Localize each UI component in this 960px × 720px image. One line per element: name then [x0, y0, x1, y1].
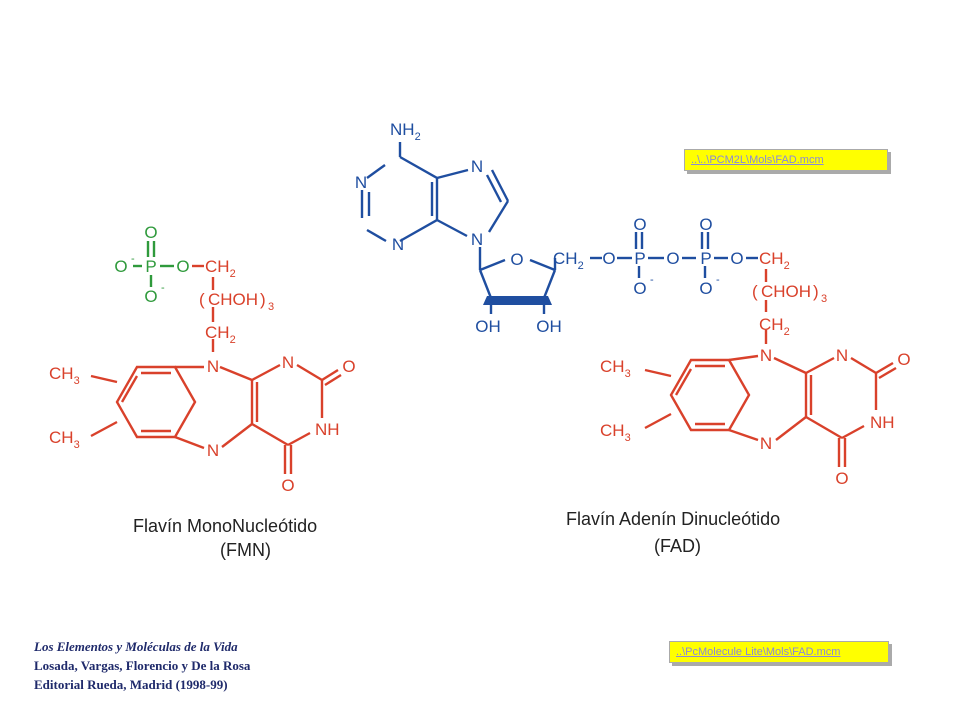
fmn-choh-close: ) — [260, 290, 266, 309]
adenine-n9: N — [471, 230, 483, 249]
fad-model-link-top[interactable]: ..\..\PCM2L\Mols\FAD.mcm — [684, 149, 888, 171]
fmn-choh: CHOH — [208, 290, 258, 309]
fad-p1-charge: - — [650, 274, 654, 286]
fmn-choh-count: 3 — [268, 301, 274, 313]
fad-n5: N — [760, 434, 772, 453]
fmn-ribityl-bonds — [192, 264, 215, 352]
fad-choh: CHOH — [761, 282, 811, 301]
fmn-phosphate-p: P — [145, 257, 156, 276]
fad-n10: N — [760, 346, 772, 365]
fmn-phosphate-o-bridge: O — [176, 257, 189, 276]
fmn-phosphate-o-bottom: O — [144, 287, 157, 306]
fmn-ch3-bottom: CH3 — [49, 428, 80, 451]
fad-p2-o-top: O — [699, 215, 712, 234]
adenine-bonds — [360, 142, 557, 314]
fmn-ch3-top: CH3 — [49, 364, 80, 387]
ribose-ring-o: O — [510, 250, 523, 269]
fmn-n1: N — [282, 353, 294, 372]
fad-p2-charge: - — [716, 274, 720, 286]
fad-n1: N — [836, 346, 848, 365]
fad-model-link-bottom[interactable]: ..\PcMolecule Lite\Mols\FAD.mcm — [669, 641, 889, 663]
fmn-choh-open: ( — [199, 290, 205, 309]
fad-choh-close: ) — [813, 282, 819, 301]
fad-p1-o-top: O — [633, 215, 646, 234]
fad-o-bridge-2: O — [666, 249, 679, 268]
fad-choh-open: ( — [752, 282, 758, 301]
fad-caption-abbr: (FAD) — [654, 536, 701, 556]
fmn-phosphate-o-top: O — [144, 223, 157, 242]
fmn-n5: N — [207, 441, 219, 460]
fmn-ch2-top: CH2 — [205, 257, 236, 280]
reference-authors: Losada, Vargas, Florencio y De la Rosa — [34, 658, 251, 673]
fad-flavin: CH2 ( CHOH ) 3 CH2 — [600, 249, 911, 488]
fad-p-2: P — [700, 249, 711, 268]
fad-o-bridge-1: O — [602, 249, 615, 268]
fad-caption-name: Flavín Adenín Dinucleótido — [566, 509, 780, 529]
ribose-oh-3: OH — [536, 317, 562, 336]
fad-ch3-top: CH3 — [600, 357, 631, 380]
ribose-ch2: CH2 — [553, 249, 584, 272]
fad-o2: O — [897, 350, 910, 369]
fmn-phosphate-o-left: O — [114, 257, 127, 276]
adenosine-unit: NH2 N N N N O CH2 OH OH — [355, 120, 584, 336]
fmn-n3h: NH — [315, 420, 340, 439]
fad-choh-count: 3 — [821, 293, 827, 305]
fad-isoalloxazine-bonds — [644, 354, 897, 467]
fmn-phosphate-o-bottom-charge: - — [161, 282, 165, 294]
fad-o-bridge-3: O — [730, 249, 743, 268]
adenine-n3: N — [392, 235, 404, 254]
fmn-phosphate-o-left-charge: - — [131, 253, 135, 265]
reference-publisher: Editorial Rueda, Madrid (1998-99) — [34, 677, 228, 692]
ribose-oh-2: OH — [475, 317, 501, 336]
fmn-o4: O — [281, 476, 294, 495]
fad-o4: O — [835, 469, 848, 488]
ribose-bold-bond — [483, 296, 552, 305]
fad-ch2-bottom: CH2 — [759, 315, 790, 338]
fmn-n10: N — [207, 357, 219, 376]
adenine-n1: N — [355, 173, 367, 192]
adenine-nh2: NH2 — [390, 120, 421, 143]
fad-ch3-bottom: CH3 — [600, 421, 631, 444]
fmn-isoalloxazine-bonds — [90, 363, 342, 474]
fmn-phosphate-group — [133, 241, 174, 287]
reference-title: Los Elementos y Moléculas de la Vida — [34, 639, 238, 654]
fad-p1-o-bottom: O — [633, 279, 646, 298]
fmn-o2: O — [342, 357, 355, 376]
fmn-caption-name: Flavín MonoNucleótido — [133, 516, 317, 536]
fad-p2-o-bottom: O — [699, 279, 712, 298]
fad-pyrophosphate: O P O O - O P O O - O — [590, 215, 758, 298]
fmn-ch2-bottom: CH2 — [205, 323, 236, 346]
fad-ch2-top: CH2 — [759, 249, 790, 272]
fad-p-1: P — [634, 249, 645, 268]
fmn-molecule: O P O - O - O CH2 ( CHOH ) 3 CH2 — [49, 223, 356, 495]
fad-n3h: NH — [870, 413, 895, 432]
fmn-caption-abbr: (FMN) — [220, 540, 271, 560]
adenine-n7: N — [471, 157, 483, 176]
source-reference: Los Elementos y Moléculas de la Vida Los… — [34, 637, 250, 694]
